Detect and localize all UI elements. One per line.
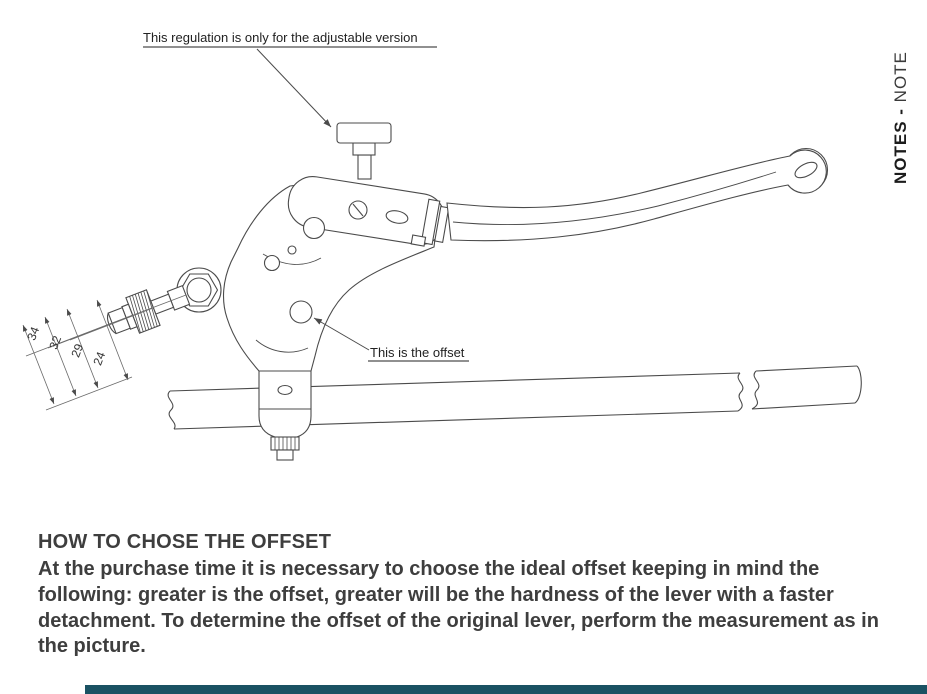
leader-line-offset <box>313 317 370 351</box>
section-body-text: At the purchase time it is necessary to … <box>38 558 879 658</box>
bar-clamp <box>258 370 312 461</box>
footer-accent-bar <box>85 685 927 694</box>
lever-diagram: 34 32 29 24 This regulation is only for … <box>22 30 862 461</box>
callout-offset-text: This is the offset <box>370 345 465 360</box>
side-label-light: NOTE <box>891 51 910 103</box>
callout-adjustable-version: This regulation is only for the adjustab… <box>143 30 437 128</box>
lever-pivot-housing <box>287 176 450 247</box>
callout-adjustable-text: This regulation is only for the adjustab… <box>143 30 418 45</box>
lever-blade <box>446 147 829 242</box>
callout-offset: This is the offset <box>313 317 469 362</box>
lever-technical-drawing: 34 32 29 24 This regulation is only for … <box>22 30 862 461</box>
side-label-bold: NOTES <box>891 120 910 184</box>
dimension-label-32: 32 <box>46 334 64 352</box>
dimension-label-24: 24 <box>90 350 108 368</box>
instruction-section: HOW TO CHOSE THE OFFSET At the purchase … <box>38 531 912 660</box>
dimension-annotations <box>22 294 187 411</box>
offset-hole <box>289 300 313 324</box>
section-heading: HOW TO CHOSE THE OFFSET <box>38 531 332 553</box>
dimension-label-29: 29 <box>68 342 86 360</box>
dimension-label-34: 34 <box>24 325 42 343</box>
side-label-notes: NOTES - NOTE <box>891 6 911 184</box>
leader-line-adjustable <box>256 48 332 128</box>
top-adjuster-knob <box>336 122 392 180</box>
side-label-separator: - <box>891 102 910 121</box>
